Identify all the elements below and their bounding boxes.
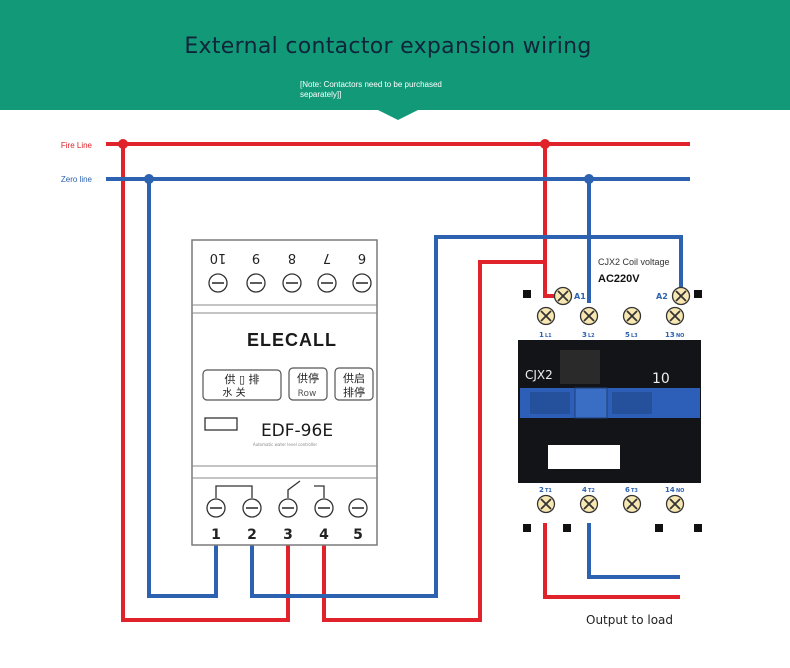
panel-button-stop-line1: 供停 (297, 371, 319, 385)
fire-junction-1 (118, 139, 128, 149)
terminal-suffix-no-bottom: NO (676, 488, 684, 494)
controller-to-a2-wire (250, 235, 683, 598)
page-title: External contactor expansion wiring (184, 34, 592, 59)
terminal-label-1: 1 (211, 527, 221, 543)
main-terminal-3 (579, 306, 599, 326)
terminal-number-4: 4 (582, 486, 587, 494)
brand-logo: ELECALL (247, 330, 337, 350)
fire-wire-to-a1 (543, 144, 560, 298)
model-label: EDF-96E (261, 421, 333, 441)
header-banner (0, 0, 790, 110)
purchase-note: [Note: Contactors need to be purchased s… (300, 80, 442, 99)
coil-terminal-label-a2: A2 (656, 292, 668, 301)
terminal-label-4: 4 (319, 527, 329, 543)
contactor-model: CJX2 (525, 368, 553, 382)
zero-line-label: Zero line (61, 175, 93, 184)
panel-button-supply: 供 ▯ 排 水 关 (202, 369, 282, 401)
indicator-window (204, 417, 238, 431)
panel-button-supply-line2: 水 关 (222, 386, 245, 399)
model-subtitle: Automatic water level controller (253, 442, 318, 447)
terminal-screw-2 (242, 498, 262, 518)
terminal-suffix-l1: L1 (545, 333, 552, 339)
fire-junction-2 (540, 139, 550, 149)
terminal-screw-3 (278, 498, 298, 518)
terminal-label-2: 2 (247, 527, 257, 543)
panel-button-stop-line2: Row (298, 389, 317, 399)
terminal-number-2: 2 (539, 486, 544, 494)
relay-contact-3-4 (287, 480, 325, 498)
fire-line-label: Fire Line (61, 141, 93, 150)
contactor: CJX2 Coil voltage AC220V CJX2 10 A1 A2 1… (518, 257, 702, 532)
terminal-number-1: 1 (539, 331, 544, 339)
coil-voltage-caption: CJX2 Coil voltage (598, 257, 670, 267)
terminal-label-6: 6 (358, 250, 366, 265)
panel-button-start: 供启 排停 (334, 367, 374, 401)
terminal-label-10: 10 (210, 250, 227, 265)
panel-button-stop: 供停 Row (288, 367, 328, 401)
coil-voltage-value: AC220V (598, 273, 640, 285)
terminal-label-8: 8 (288, 250, 296, 265)
main-terminal-4 (579, 494, 599, 514)
terminal-screw-9 (246, 273, 266, 293)
zero-junction-1 (144, 174, 154, 184)
panel-button-start-line2: 排停 (343, 385, 365, 399)
terminal-number-6: 6 (625, 486, 630, 494)
zero-junction-2 (584, 174, 594, 184)
terminal-suffix-l2: L2 (588, 333, 595, 339)
terminal-screw-1 (206, 498, 226, 518)
main-terminal-1 (536, 306, 556, 326)
terminal-label-5: 5 (353, 527, 363, 543)
coil-terminal-a2 (671, 286, 691, 306)
main-terminal-2 (536, 494, 556, 514)
output-to-load-label: Output to load (586, 613, 673, 627)
main-terminal-5 (622, 306, 642, 326)
terminal-suffix-t1: T1 (545, 488, 552, 494)
terminal-label-9: 9 (252, 250, 260, 265)
terminal-suffix-l3: L3 (631, 333, 638, 339)
zero-wire-to-controller (147, 179, 218, 598)
controller-to-l1-wire (322, 260, 547, 622)
terminal-screw-8 (282, 273, 302, 293)
jumper-1-2 (215, 485, 253, 498)
fire-wire-to-controller (121, 144, 290, 622)
panel-button-start-line1: 供启 (343, 371, 365, 385)
terminal-suffix-no-top: NO (676, 333, 684, 339)
terminal-screw-7 (317, 273, 337, 293)
output-zero-wire (587, 504, 680, 579)
contactor-rating: 10 (652, 371, 670, 387)
coil-terminal-label-a1: A1 (574, 292, 586, 301)
terminal-number-14: 14 (665, 486, 675, 494)
terminal-number-3: 3 (582, 331, 587, 339)
top-terminal-block: 10 9 8 7 6 (208, 250, 372, 293)
terminal-suffix-t2: T2 (588, 488, 595, 494)
terminal-number-13: 13 (665, 331, 675, 339)
terminal-label-3: 3 (283, 527, 293, 543)
panel-button-supply-line1: 供 ▯ 排 (224, 372, 259, 386)
terminal-screw-10 (208, 273, 228, 293)
terminal-suffix-t3: T3 (631, 488, 638, 494)
terminal-number-5: 5 (625, 331, 630, 339)
main-terminal-13 (665, 306, 685, 326)
terminal-screw-6 (352, 273, 372, 293)
main-terminal-6 (622, 494, 642, 514)
coil-terminal-a1 (553, 286, 573, 306)
level-controller: 10 9 8 7 6 ELECALL 供 ▯ 排 水 关 供停 Row 供启 排… (191, 239, 378, 546)
output-fire-wire (543, 504, 680, 599)
terminal-screw-4 (314, 498, 334, 518)
terminal-screw-5 (348, 498, 368, 518)
banner-pointer (378, 110, 418, 120)
bottom-terminal-block: 1 2 3 4 5 (206, 480, 368, 543)
main-terminal-14 (665, 494, 685, 514)
terminal-label-7: 7 (323, 250, 331, 265)
